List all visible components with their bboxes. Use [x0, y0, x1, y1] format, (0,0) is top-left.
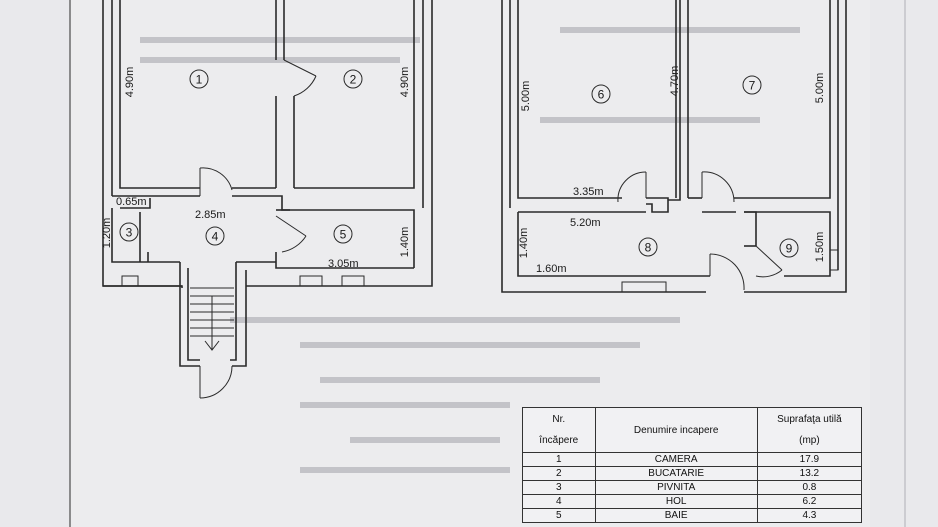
dim-hall-offset: 0.65m: [116, 196, 147, 208]
legend-cell-name: HOL: [594, 494, 758, 509]
legend-cell-area: 17.9: [756, 452, 863, 467]
dim-hall-width: 2.85m: [195, 209, 226, 221]
legend-cell-area: 6.2: [756, 494, 863, 509]
legend-cell-area: 13.2: [756, 466, 863, 481]
dim-room7-height: 5.00m: [814, 73, 826, 104]
legend-cell-name: BUCATARIE: [594, 466, 758, 481]
legend-header-nr: Nr. încăpere: [522, 407, 596, 453]
room-6-number: 6: [598, 88, 605, 102]
room-8-marker: 8: [638, 237, 658, 257]
legend-row: 4 HOL 6.2: [522, 494, 863, 509]
legend-header-area-line2: (mp): [799, 435, 820, 446]
stairs: [190, 287, 234, 351]
room-9-number: 9: [786, 242, 793, 256]
legend-cell-nr: 5: [522, 508, 596, 523]
room-legend-table: Nr. încăpere Denumire incapere Suprafaţa…: [522, 407, 863, 523]
room-6-marker: 6: [591, 84, 611, 104]
room-2-number: 2: [350, 73, 357, 87]
room-1-number: 1: [196, 73, 203, 87]
legend-header-nr-line1: Nr.: [552, 414, 566, 425]
room-3-marker: 3: [119, 222, 139, 242]
dim-hall8-height: 1.40m: [518, 228, 530, 259]
room-3-number: 3: [126, 226, 133, 240]
legend-row: 1 CAMERA 17.9: [522, 452, 863, 467]
room-4-number: 4: [212, 230, 219, 244]
legend-cell-area: 0.8: [756, 480, 863, 495]
room-1-marker: 1: [189, 69, 209, 89]
room-8-number: 8: [645, 241, 652, 255]
room-2-marker: 2: [343, 69, 363, 89]
dim-bath-width: 3.05m: [328, 258, 359, 270]
legend-cell-name: CAMERA: [594, 452, 758, 467]
dim-hall8-offset: 1.60m: [536, 263, 567, 275]
right-unit-walls: [501, 0, 847, 293]
legend-cell-nr: 4: [522, 494, 596, 509]
room-7-marker: 7: [742, 75, 762, 95]
legend-cell-name: BAIE: [594, 508, 758, 523]
legend-cell-nr: 3: [522, 480, 596, 495]
dimension-labels: 4.90m 4.90m 0.65m 2.85m 1.20m 3.05m 1.40…: [101, 66, 826, 275]
legend-row: 2 BUCATARIE 13.2: [522, 466, 863, 481]
dim-room2-height: 4.90m: [399, 67, 411, 98]
left-unit-walls: [102, 0, 433, 367]
faded-background-text: [140, 27, 800, 473]
room-4-marker: 4: [205, 226, 225, 246]
room-7-number: 7: [749, 79, 756, 93]
room-numbers: 1 2 3 4 5 6 7 8: [119, 69, 799, 258]
dim-room6-side: 4.70m: [669, 66, 681, 97]
legend-cell-nr: 2: [522, 466, 596, 481]
dim-cellar-height: 1.20m: [101, 218, 113, 249]
room-5-number: 5: [340, 228, 347, 242]
legend-header-nr-line2: încăpere: [539, 435, 579, 446]
legend-row: 5 BAIE 4.3: [522, 508, 863, 523]
dim-room9-height: 1.50m: [814, 232, 826, 263]
legend-cell-area: 4.3: [756, 508, 863, 523]
legend-header-row: Nr. încăpere Denumire incapere Suprafaţa…: [522, 407, 863, 453]
legend-header-area-line1: Suprafaţa utilă: [777, 414, 842, 425]
dim-room6-height: 5.00m: [520, 81, 532, 112]
dim-bath-height: 1.40m: [399, 227, 411, 258]
legend-row: 3 PIVNITA 0.8: [522, 480, 863, 495]
dim-room6-width: 3.35m: [573, 186, 604, 198]
legend-cell-nr: 1: [522, 452, 596, 467]
room-5-marker: 5: [333, 224, 353, 244]
dim-hall8-width: 5.20m: [570, 217, 601, 229]
legend-cell-name: PIVNITA: [594, 480, 758, 495]
right-unit-doors: [617, 171, 783, 291]
left-unit-doors: [199, 59, 317, 399]
legend-header-name: Denumire incapere: [594, 407, 758, 453]
room-9-marker: 9: [779, 238, 799, 258]
legend-header-area: Suprafaţa utilă (mp): [756, 407, 863, 453]
dim-room1-height: 4.90m: [124, 67, 136, 98]
